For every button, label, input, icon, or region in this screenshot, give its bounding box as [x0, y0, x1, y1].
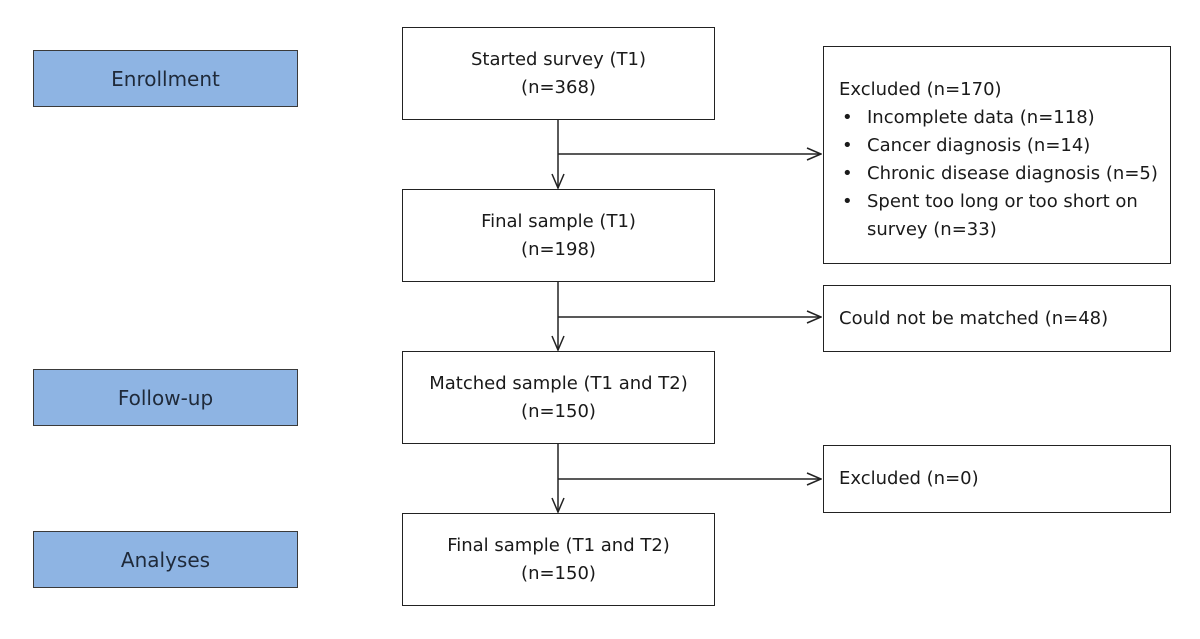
- started-survey-title: Started survey (T1): [471, 48, 646, 70]
- stage-analyses: Analyses: [33, 531, 298, 588]
- final-sample-t1-title: Final sample (T1): [481, 210, 636, 232]
- matched-sample-box: Matched sample (T1 and T2) (n=150): [402, 351, 715, 444]
- bullet-icon: •: [842, 191, 853, 212]
- excluded-reason: • Chronic disease diagnosis (n=5): [839, 160, 1158, 188]
- excluded-reasons-list: • Incomplete data (n=118) • Cancer diagnos…: [839, 104, 1158, 244]
- excluded-reason: • Cancer diagnosis (n=14): [839, 132, 1158, 160]
- bullet-icon: •: [842, 135, 853, 156]
- excluded-reason-label: Chronic disease diagnosis (n=5): [867, 163, 1158, 184]
- matched-sample-title: Matched sample (T1 and T2): [429, 372, 688, 394]
- excluded-reason-label: Spent too long or too short on survey (n…: [867, 191, 1138, 240]
- final-sample-t1-box: Final sample (T1) (n=198): [402, 189, 715, 282]
- stage-analyses-label: Analyses: [120, 547, 211, 572]
- excluded-zero-box: Excluded (n=0): [823, 445, 1171, 513]
- stage-follow-up-label: Follow-up: [117, 385, 214, 410]
- bullet-icon: •: [842, 107, 853, 128]
- final-sample-t1-t2-box: Final sample (T1 and T2) (n=150): [402, 513, 715, 606]
- stage-enrollment: Enrollment: [33, 50, 298, 107]
- excluded-title: Excluded (n=170): [839, 79, 1002, 100]
- started-survey-box: Started survey (T1) (n=368): [402, 27, 715, 120]
- unmatched-label: Could not be matched (n=48): [839, 307, 1109, 329]
- final-sample-t1-t2-title: Final sample (T1 and T2): [447, 534, 670, 556]
- started-survey-count: (n=368): [521, 76, 596, 98]
- final-sample-t1-count: (n=198): [521, 238, 596, 260]
- unmatched-box: Could not be matched (n=48): [823, 285, 1171, 352]
- excluded-box: Excluded (n=170) • Incomplete data (n=118…: [823, 46, 1171, 264]
- excluded-reason: • Spent too long or too short on survey (…: [839, 188, 1158, 244]
- excluded-reason: • Incomplete data (n=118): [839, 104, 1158, 132]
- matched-sample-count: (n=150): [521, 400, 596, 422]
- bullet-icon: •: [842, 163, 853, 184]
- excluded-zero-label: Excluded (n=0): [839, 468, 979, 489]
- stage-enrollment-label: Enrollment: [111, 66, 220, 91]
- stage-follow-up: Follow-up: [33, 369, 298, 426]
- excluded-reason-label: Incomplete data (n=118): [867, 107, 1095, 128]
- excluded-reason-label: Cancer diagnosis (n=14): [867, 135, 1091, 156]
- final-sample-t1-t2-count: (n=150): [521, 562, 596, 584]
